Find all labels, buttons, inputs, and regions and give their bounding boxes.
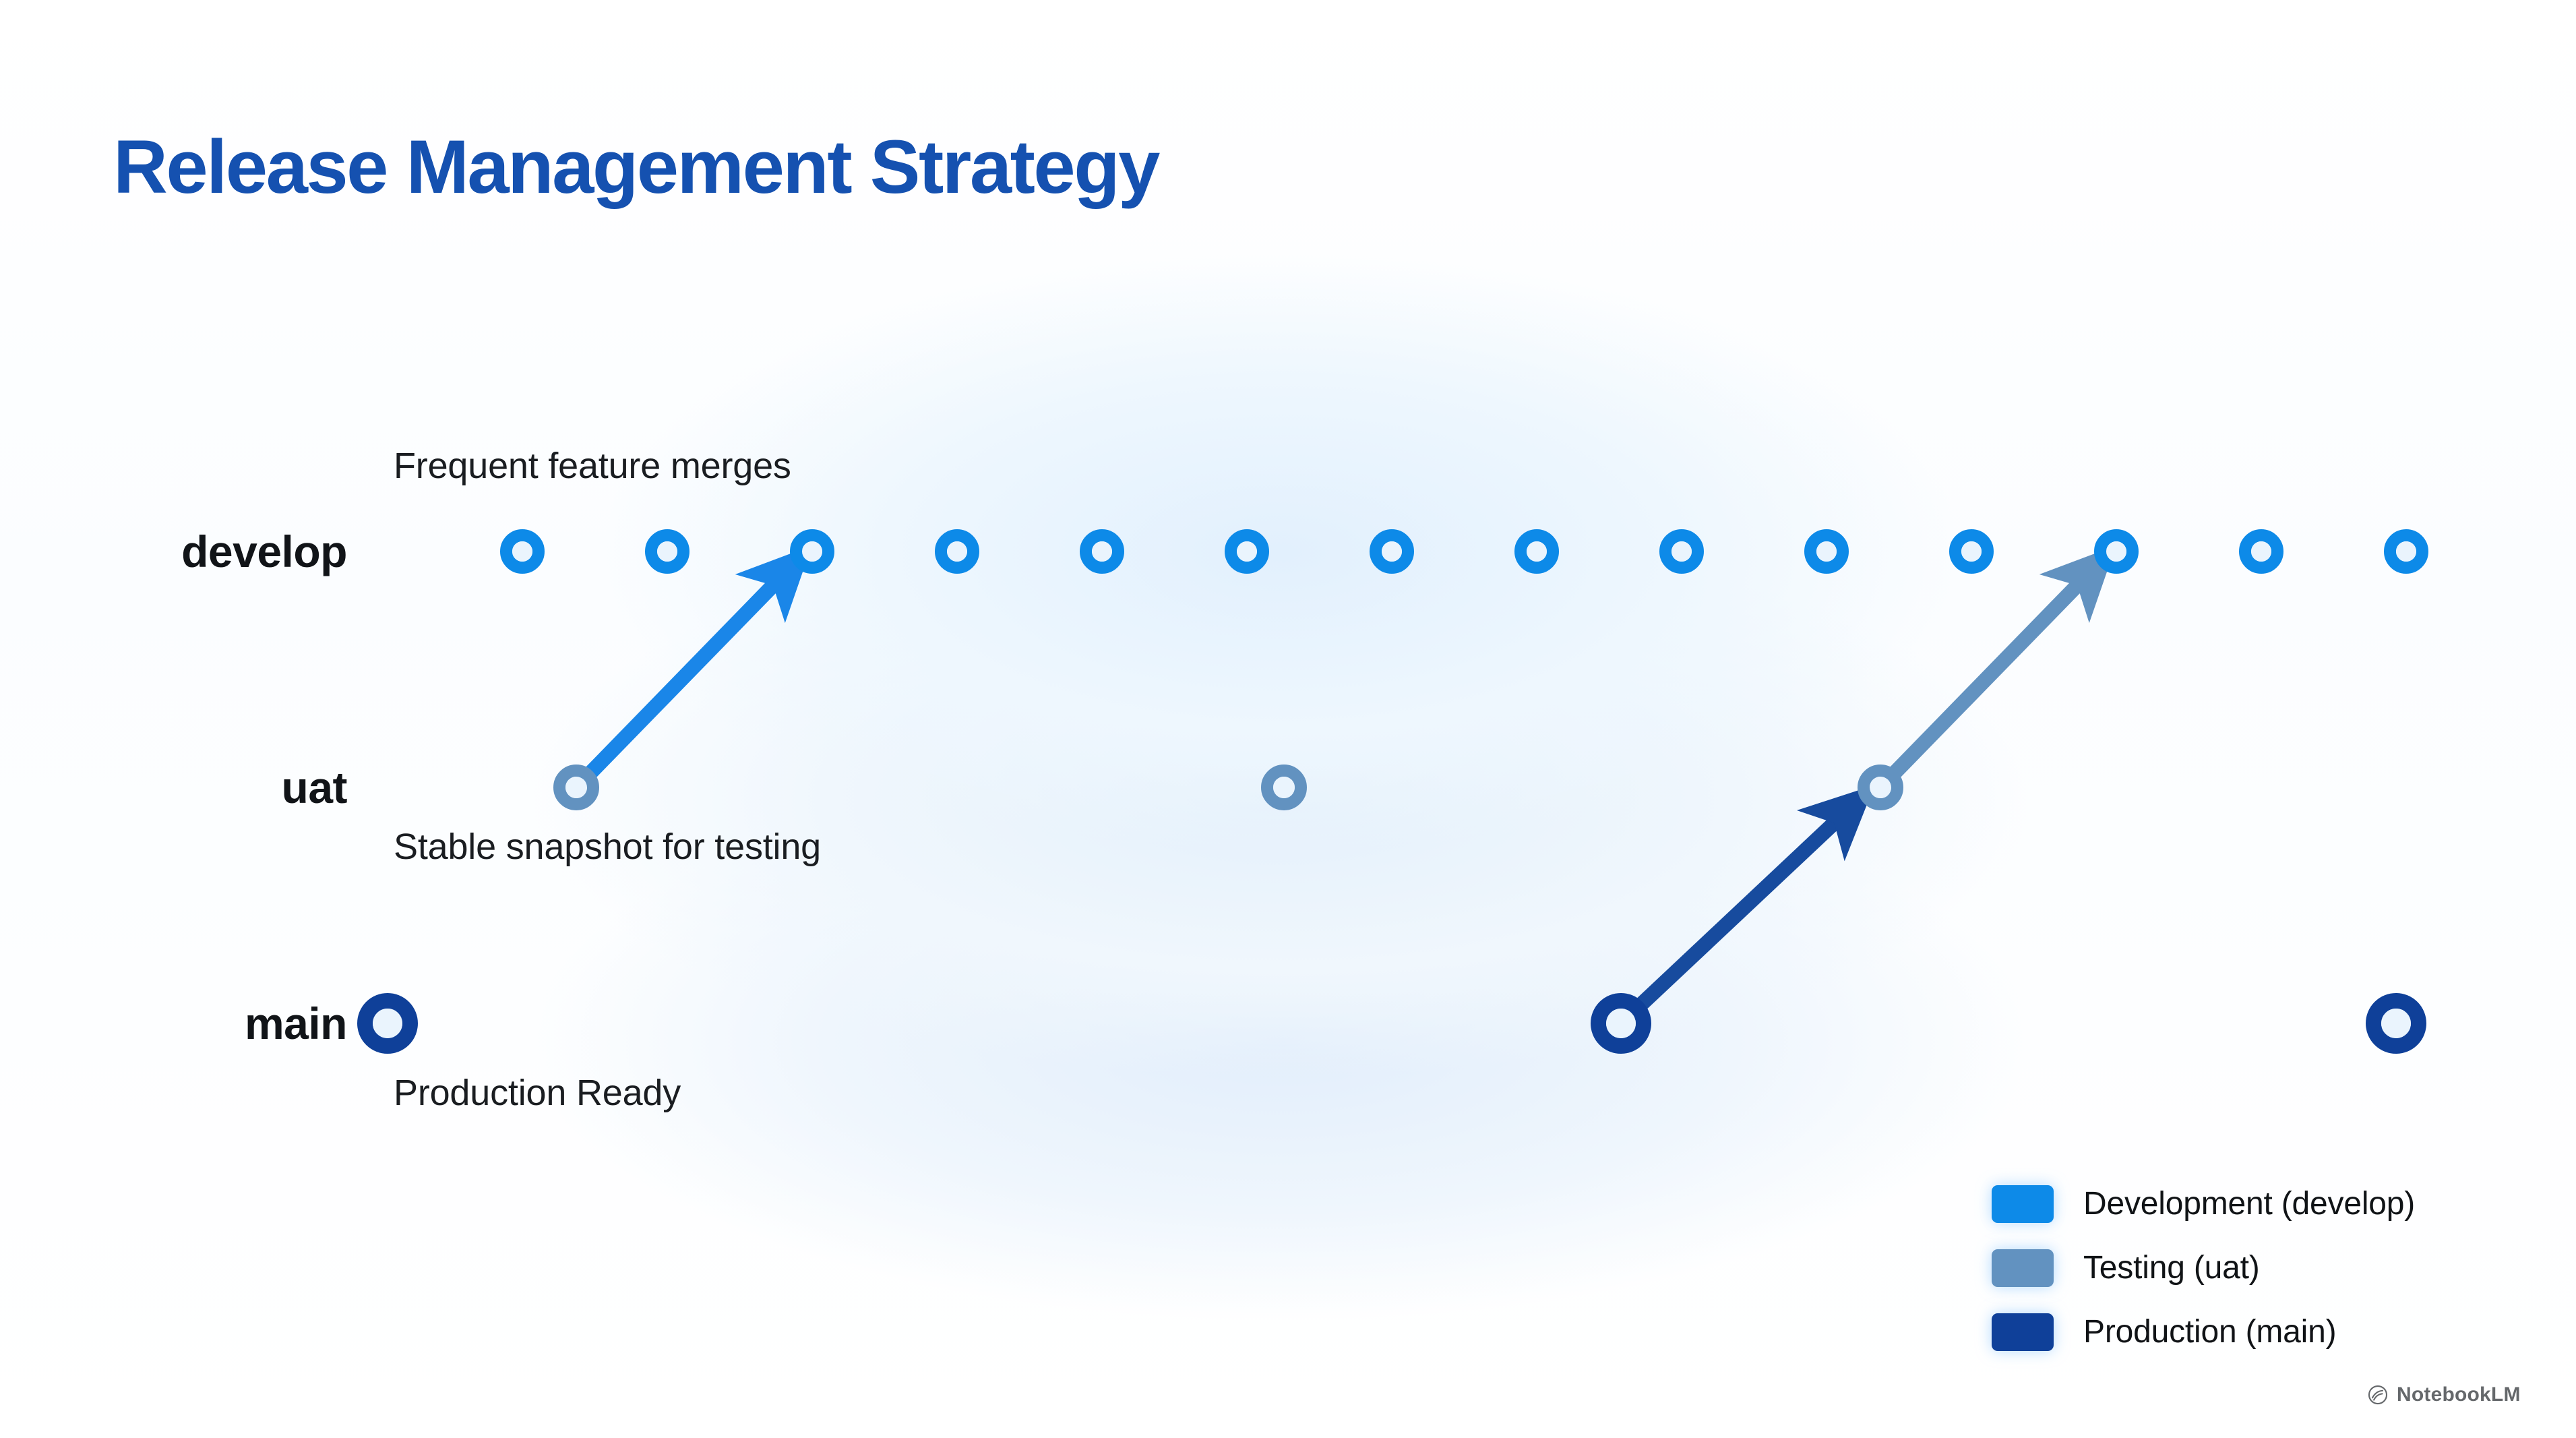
commit-node-develop (500, 529, 545, 574)
commit-node-develop (2094, 529, 2139, 574)
commit-node-main (357, 993, 418, 1054)
commit-node-uat (1261, 765, 1307, 810)
commit-node-develop (645, 529, 689, 574)
commit-node-develop (1080, 529, 1124, 574)
commit-node-uat (1858, 765, 1903, 810)
legend-label-production: Production (main) (2083, 1314, 2337, 1350)
commit-node-develop (1514, 529, 1559, 574)
merge-arrow-main-to-uat-1 (1616, 785, 1875, 1029)
notebooklm-watermark: NotebookLM (2368, 1383, 2521, 1406)
merge-arrow-uat-to-develop-1 (571, 545, 812, 793)
notebooklm-logo-icon (2368, 1385, 2388, 1405)
merge-arrows (571, 545, 2116, 1029)
commit-node-develop (1949, 529, 1994, 574)
legend: Development (develop) Testing (uat) Prod… (1992, 1172, 2415, 1364)
commit-nodes (357, 529, 2428, 1054)
branch-label-develop: develop (181, 527, 347, 576)
legend-item-development: Development (develop) (1992, 1172, 2415, 1236)
commit-node-main (1591, 993, 1651, 1054)
branch-lines (365, 536, 2576, 1038)
legend-label-testing: Testing (uat) (2083, 1250, 2260, 1286)
commit-node-develop (935, 529, 979, 574)
legend-swatch-production (1992, 1313, 2054, 1351)
merge-arrow-uat-to-develop-2 (1875, 545, 2116, 793)
legend-swatch-development (1992, 1185, 2054, 1223)
legend-item-production: Production (main) (1992, 1300, 2415, 1364)
annotation-main: Production Ready (394, 1073, 681, 1113)
commit-node-develop (1370, 529, 1414, 574)
commit-node-develop (2384, 529, 2428, 574)
legend-label-development: Development (develop) (2083, 1186, 2416, 1222)
annotation-develop: Frequent feature merges (394, 446, 791, 486)
commit-node-uat (553, 765, 599, 810)
legend-swatch-testing (1992, 1249, 2054, 1287)
branch-label-uat: uat (281, 762, 348, 812)
commit-node-develop (1225, 529, 1269, 574)
branch-label-main: main (244, 998, 348, 1048)
notebooklm-label: NotebookLM (2397, 1383, 2521, 1406)
annotation-uat: Stable snapshot for testing (394, 827, 822, 867)
commit-node-main (2366, 993, 2426, 1054)
legend-item-testing: Testing (uat) (1992, 1236, 2415, 1300)
commit-node-develop (1804, 529, 1849, 574)
commit-node-develop (2239, 529, 2283, 574)
page-title: Release Management Strategy (113, 125, 1160, 209)
commit-node-develop (790, 529, 834, 574)
commit-node-develop (1659, 529, 1704, 574)
